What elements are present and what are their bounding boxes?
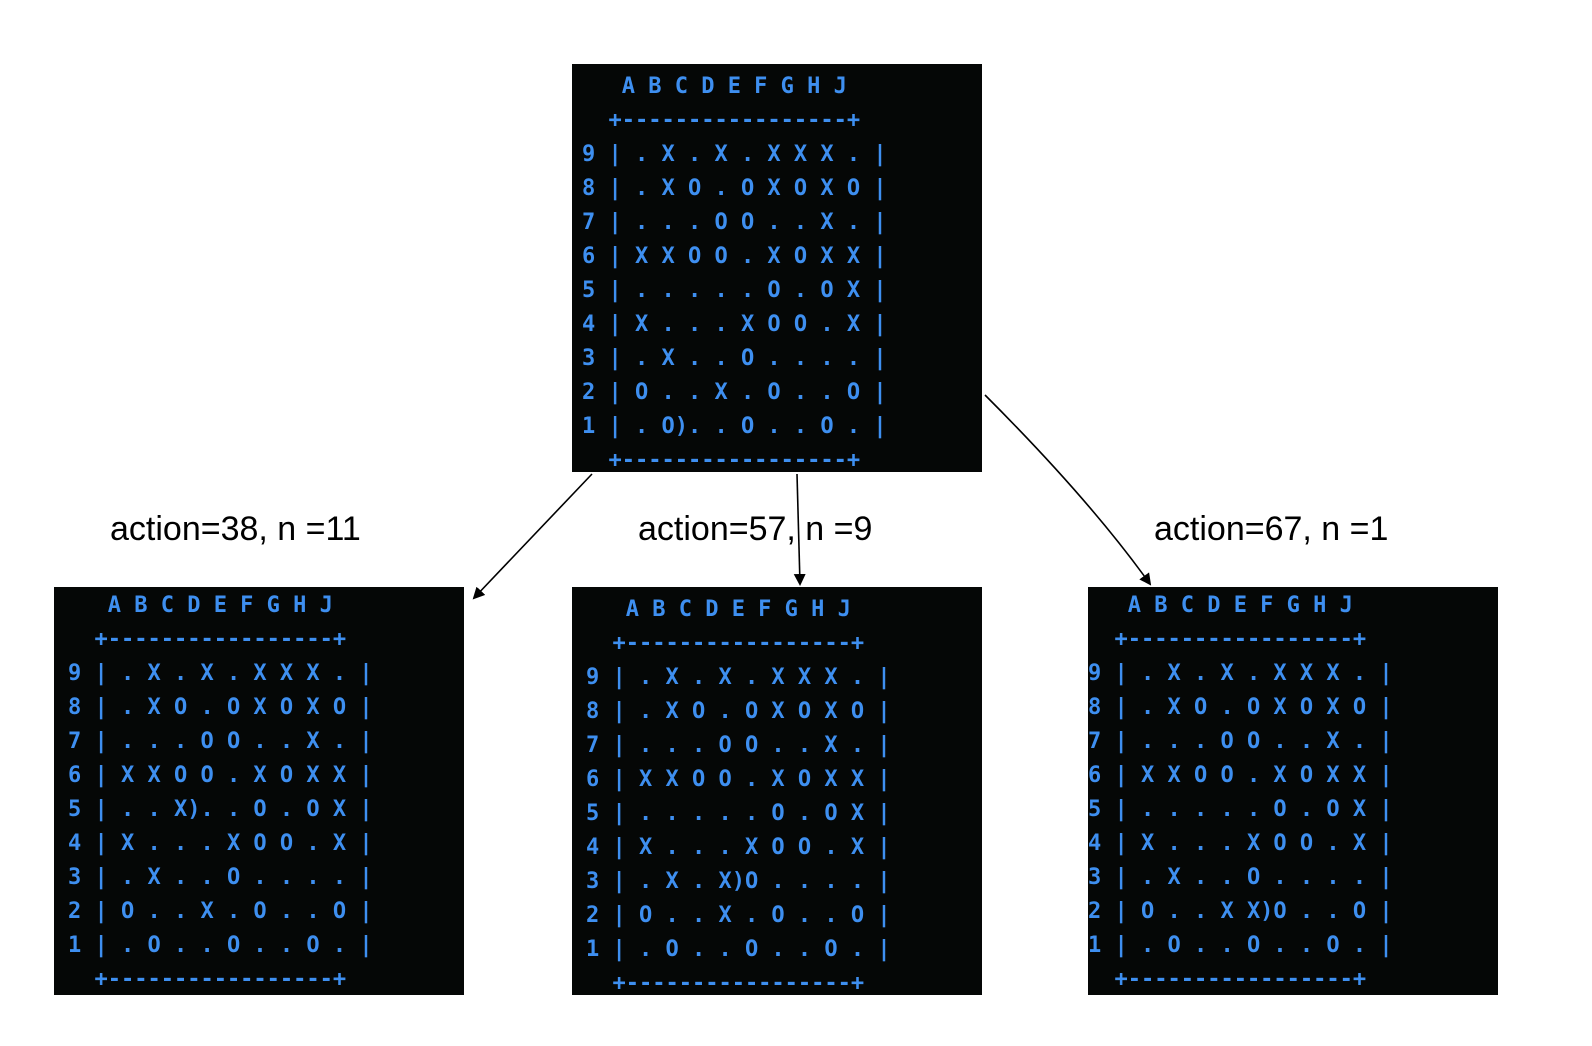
- root-board-text: A B C D E F G H J +-----------------+ 9 …: [582, 74, 887, 473]
- edge-label-action-38: action=38, n =11: [110, 510, 361, 548]
- child-board-text: A B C D E F G H J +-----------------+ 9 …: [68, 593, 373, 992]
- child-board-action-38: A B C D E F G H J +-----------------+ 9 …: [54, 587, 464, 995]
- edge-label-action-57: action=57, n =9: [638, 510, 873, 548]
- child-board-action-67: A B C D E F G H J +-----------------+ 9 …: [1088, 587, 1498, 995]
- child-board-action-57: A B C D E F G H J +-----------------+ 9 …: [572, 587, 982, 996]
- child-board-text: A B C D E F G H J +-----------------+ 9 …: [1088, 593, 1393, 992]
- edge-label-action-67: action=67, n =1: [1154, 510, 1389, 548]
- root-board: A B C D E F G H J +-----------------+ 9 …: [572, 64, 982, 473]
- edge-to-action-67: [984, 394, 1152, 586]
- edge-to-action-38: [472, 473, 593, 600]
- child-board-text: A B C D E F G H J +-----------------+ 9 …: [586, 597, 891, 996]
